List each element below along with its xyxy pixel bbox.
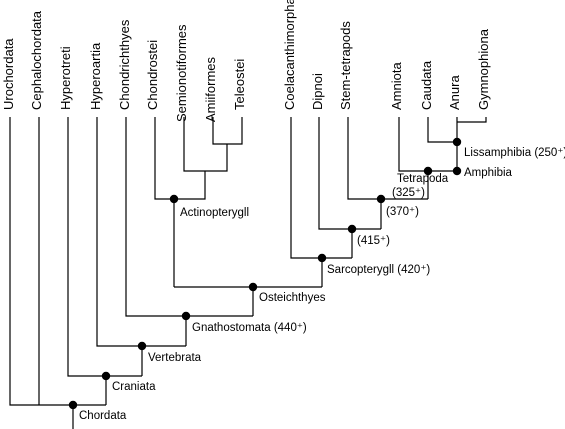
branch-dipnoi [318,117,381,230]
taxon-semionotiformes: Semionotiformes [174,24,189,122]
taxon-hyperotreti: Hyperotreti [58,46,73,110]
taxon-dipnoi: Dipnoi [310,73,325,110]
branch-caudata [427,117,457,143]
node-vertebrata [137,341,147,351]
taxon-anura: Anura [447,75,462,110]
clade-lissamphibia: Lissamphibia (250⁺) [464,147,565,159]
node-370 [376,194,386,204]
taxon-amiiformes: Amiiformes [203,56,218,122]
clade-craniata: Craniata [112,381,156,393]
node-tetrapoda [423,166,433,176]
clade-amphibia: Amphibia [464,167,513,179]
taxon-urochordata: Urochordata [1,38,16,110]
node-chordata [68,400,78,410]
branch-chondrichthyes [125,117,253,317]
taxon-cephalochordata: Cephalochordata [29,10,44,110]
clade-actinopterygii: Actinopterygll [180,207,249,219]
taxon-caudata: Caudata [419,60,434,110]
branch-hyperoartia [96,117,186,347]
node-sarcopterygii [317,253,327,263]
node-lissamphibia [452,137,462,147]
clade-labels: Lissamphibia (250⁺) Amphibia Tetrapoda (… [79,147,565,422]
taxon-hyperoartia: Hyperoartia [88,42,103,110]
branch-amniota [398,117,457,172]
node-actinopterygii [169,194,179,204]
taxon-chondrostei: Chondrostei [145,40,160,110]
branch-anura-gymnophiona [456,117,487,142]
taxon-labels: Urochordata Cephalochordata Hyperotreti … [1,0,491,122]
taxon-teleostei: Teleostei [232,59,247,110]
clade-osteichthyes: Osteichthyes [259,292,326,304]
clade-370: (370⁺) [386,206,419,218]
clade-vertebrata: Vertebrata [148,352,202,364]
taxon-coelacanthimorpha: Coelacanthimorpha [282,0,297,110]
node-amphibia [452,166,462,176]
node-415 [347,224,357,234]
clade-tetrapoda-age: (325⁺) [392,187,425,199]
branch-urochordata [9,117,106,406]
node-craniata [101,371,111,381]
clade-sarcopterygii: Sarcopterygll (420⁺) [327,264,430,276]
taxon-gymnophiona: Gymnophiona [476,28,491,110]
node-markers [68,137,462,410]
node-gnathostomata [181,311,191,321]
branch-coelacanthimorpha [290,117,352,259]
branch-hyperotreti [67,117,142,377]
clade-415: (415⁺) [357,235,390,247]
tree-branches [9,117,487,429]
taxon-stem-tetrapods: Stem-tetrapods [338,21,353,110]
taxon-amniota: Amniota [389,62,404,110]
branch-chondrostei [154,117,206,200]
node-osteichthyes [248,282,258,292]
taxon-chondrichthyes: Chondrichthyes [117,19,132,110]
clade-chordata: Chordata [79,410,127,422]
branch-stem-tetrapods [347,117,428,200]
clade-tetrapoda: Tetrapoda [397,173,449,185]
clade-gnathostomata: Gnathostomata (440⁺) [192,322,307,334]
